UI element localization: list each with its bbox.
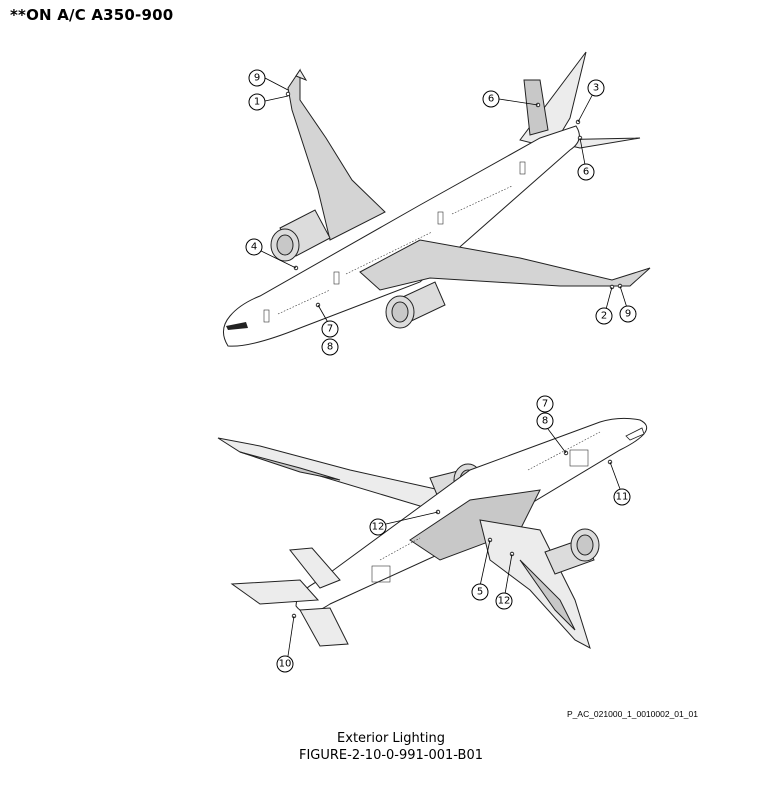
callout-label: 3: [593, 83, 599, 94]
callout-top-7: 7: [321, 320, 339, 338]
callout-bottom-7: 7: [536, 395, 554, 413]
callout-top-9b: 9: [619, 305, 637, 323]
callout-top-6a: 6: [482, 90, 500, 108]
callout-label: 6: [488, 94, 494, 105]
callout-label: 2: [601, 311, 607, 322]
callout-bottom-12b: 12: [495, 592, 513, 610]
aircraft-top-view: [223, 51, 651, 347]
callout-label: 9: [254, 73, 260, 84]
callout-top-2: 2: [595, 307, 613, 325]
figure-caption-id: FIGURE-2-10-0-991-001-B01: [299, 748, 483, 763]
callout-label: 6: [583, 167, 589, 178]
bottom-view-callouts: 7 8 11 12 5 12 10: [276, 395, 631, 673]
callout-label: 11: [616, 492, 629, 503]
figure-reference-code: P_AC_021000_1_0010002_01_01: [567, 709, 698, 719]
callout-label: 8: [542, 416, 548, 427]
callout-label: 9: [625, 309, 631, 320]
callout-label: 10: [279, 659, 292, 670]
callout-label: 1: [254, 97, 260, 108]
aircraft-bottom-view: [217, 417, 648, 650]
applicability-header: **ON A/C A350-900: [10, 6, 174, 24]
callout-label: 7: [327, 324, 333, 335]
callout-label: 4: [251, 242, 257, 253]
callout-label: 12: [372, 522, 385, 533]
callout-bottom-12a: 12: [369, 518, 387, 536]
callout-bottom-5: 5: [471, 583, 489, 601]
callout-top-6b: 6: [577, 163, 595, 181]
callout-top-4: 4: [245, 238, 263, 256]
callout-top-9a: 9: [248, 69, 266, 87]
callout-top-3: 3: [587, 79, 605, 97]
callout-top-1: 1: [248, 93, 266, 111]
callout-top-8: 8: [321, 338, 339, 356]
callout-label: 5: [477, 587, 483, 598]
figure-caption-title: Exterior Lighting: [337, 731, 445, 746]
callout-label: 7: [542, 399, 548, 410]
callout-bottom-8: 8: [536, 412, 554, 430]
top-view-callouts: 9 1 6 3 6 4 7 8 2 9: [245, 69, 637, 356]
callout-bottom-10: 10: [276, 655, 294, 673]
callout-bottom-11: 11: [613, 488, 631, 506]
callout-label: 8: [327, 342, 333, 353]
callout-label: 12: [498, 596, 511, 607]
